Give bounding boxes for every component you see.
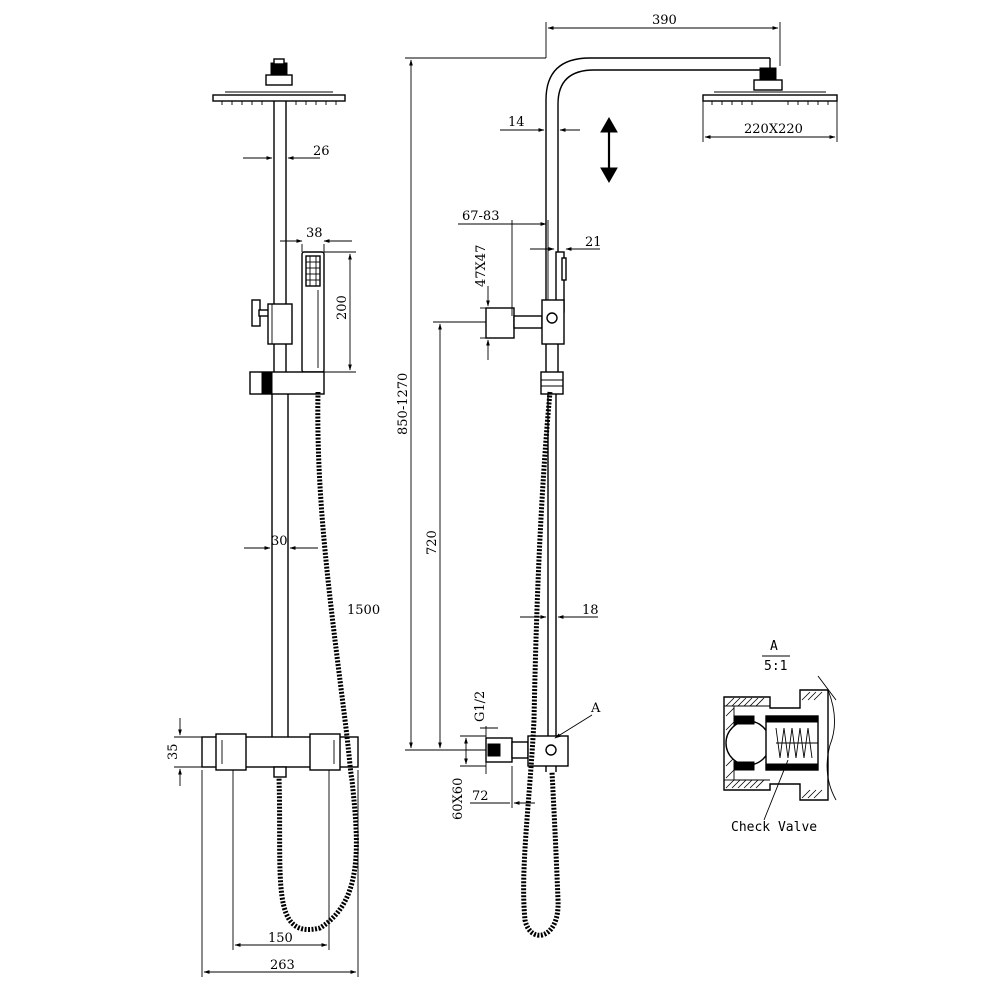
- side-valve: [485, 735, 569, 772]
- dim-holder-offset: 67-83: [462, 209, 499, 224]
- dim-hand-shower-length: 200: [335, 295, 350, 320]
- dim-holder-diameter: 21: [585, 235, 602, 250]
- front-holder: [251, 299, 293, 345]
- dim-bar-diameter-lower: 30: [271, 534, 288, 549]
- side-holder: [485, 299, 565, 345]
- dim-arm-reach: 390: [652, 13, 677, 28]
- front-slide-bracket: [249, 371, 325, 395]
- dim-hose-length: 1500: [347, 603, 380, 618]
- front-shower-head: [212, 58, 346, 105]
- dim-head-size: 220X220: [744, 122, 803, 137]
- front-hand-shower: [301, 251, 325, 373]
- dim-overall-width: 263: [270, 958, 295, 973]
- side-hose: [521, 391, 561, 938]
- dim-hand-shower-width: 38: [306, 226, 323, 241]
- front-view: 26 38 200 30 1500 35: [166, 58, 380, 977]
- front-dimensions: 26 38 200 30 1500 35: [166, 144, 380, 977]
- side-dimensions: 390 14 220X220 67-83 21 47X47: [396, 13, 838, 820]
- side-slide-bracket: [540, 371, 564, 395]
- dim-bar-diameter: 18: [582, 603, 599, 618]
- check-valve-section: [723, 675, 837, 821]
- front-thermostatic-valve: [201, 733, 359, 778]
- dim-thread: G1/2: [473, 691, 488, 722]
- detail-ref-label: A: [590, 701, 601, 716]
- dim-height-range: 850-1270: [396, 373, 411, 435]
- detail-caption: Check Valve: [731, 820, 817, 835]
- front-lower-bar: [271, 394, 289, 737]
- detail-scale: 5:1: [764, 659, 787, 674]
- dim-inlet-spacing: 150: [268, 931, 293, 946]
- height-adjust-arrow: [600, 116, 618, 184]
- front-hose: [276, 391, 359, 932]
- dim-flange-size: 60X60: [451, 778, 466, 820]
- side-shower-head: [702, 67, 838, 105]
- detail-a-check-valve: A 5:1: [723, 639, 837, 835]
- dim-lower-height: 720: [425, 530, 440, 555]
- detail-label: A: [770, 639, 778, 654]
- dim-flange-depth: 72: [472, 789, 489, 804]
- side-lower-bar: [545, 344, 559, 738]
- dim-bar-diameter-top: 26: [313, 144, 330, 159]
- dim-arm-diameter: 14: [508, 115, 525, 130]
- dim-valve-height: 35: [166, 743, 181, 760]
- side-view: 390 14 220X220 67-83 21 47X47: [396, 13, 838, 938]
- dim-holder-size: 47X47: [474, 245, 489, 287]
